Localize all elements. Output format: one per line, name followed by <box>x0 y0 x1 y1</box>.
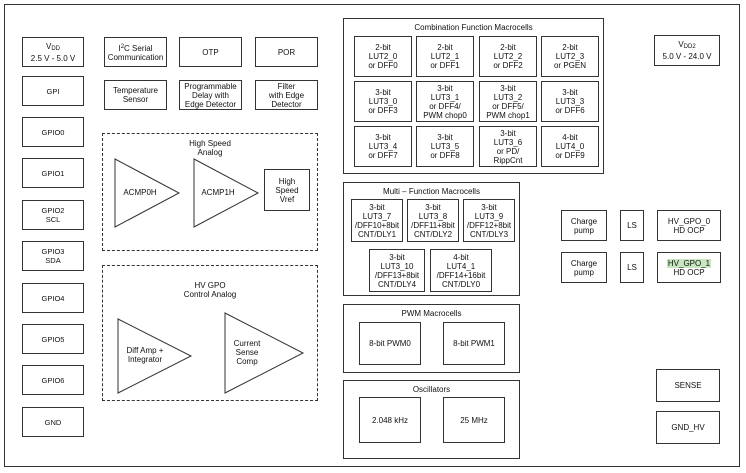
combination-function-group: Combination Function Macrocells <box>343 18 604 174</box>
oscillator-25mhz-block: 25 MHz <box>443 397 505 443</box>
i2c-sup: 2 <box>120 43 125 50</box>
pin-gpi: GPI <box>22 76 84 106</box>
sense-pin: SENSE <box>656 369 720 402</box>
lut2-2-cell: 2-bit LUT2_2 or DFF2 <box>479 36 537 77</box>
lut2-1-cell: 2-bit LUT2_1 or DFF1 <box>416 36 474 77</box>
ls-0-block: LS <box>620 210 644 241</box>
lut4-1-cell: 4-bit LUT4_1 /DFF14+16bit CNT/DLY0 <box>430 249 492 292</box>
gnd-hv-pin: GND_HV <box>656 411 720 444</box>
pin-gpio1: GPIO1 <box>22 158 84 188</box>
temperature-sensor-block: Temperature Sensor <box>104 80 167 110</box>
acmp0h-triangle <box>114 158 181 228</box>
hv-gpo-control-analog-group: HV GPO Control Analog <box>102 265 318 401</box>
pin-gpio4: GPIO4 <box>22 283 84 313</box>
high-speed-vref-block: High Speed Vref <box>264 169 310 211</box>
oscillators-title: Oscillators <box>412 385 451 394</box>
hv-gpo-title: HV GPO Control Analog <box>183 281 237 299</box>
i2c-block: I2C Serial Communication <box>104 37 167 67</box>
lut3-10-cell: 3-bit LUT3_10 /DFF13+8bit CNT/DLY4 <box>369 249 425 292</box>
pin-gnd: GND <box>22 407 84 437</box>
current-sense-label: Current Sense Comp <box>233 339 261 366</box>
diff-amp-triangle <box>117 318 193 394</box>
pin-gpio3-sda: GPIO3 SDA <box>22 241 84 271</box>
charge-pump-1-block: Charge pump <box>561 252 607 283</box>
acmp1h-triangle <box>193 158 260 228</box>
lut3-3-cell: 3-bit LUT3_3 or DFF6 <box>541 81 599 122</box>
high-speed-analog-group: High Speed Analog <box>102 133 318 251</box>
vdd2-sub: DD2 <box>683 44 696 50</box>
lut3-0-cell: 3-bit LUT3_0 or DFF3 <box>354 81 412 122</box>
multi-function-title: Multi – Function Macrocells <box>383 187 480 196</box>
pwm-title: PWM Macrocells <box>401 309 462 318</box>
acmp0h-label: ACMP0H <box>123 188 157 197</box>
pin-gpio5: GPIO5 <box>22 324 84 354</box>
i2c-rest: C Serial Communication <box>107 43 164 62</box>
oscillator-2048khz-block: 2.048 kHz <box>359 397 421 443</box>
lut3-1-cell: 3-bit LUT3_1 or DFF4/ PWM chop0 <box>416 81 474 122</box>
high-speed-analog-title: High Speed Analog <box>189 139 231 157</box>
lut2-3-cell: 2-bit LUT2_3 or PGEN <box>541 36 599 77</box>
vdd-sub: DD <box>51 45 60 52</box>
oscillators-group: Oscillators <box>343 380 520 459</box>
block-diagram-frame <box>4 4 740 467</box>
hv-gpo-0-pin: HV_GPO_0 HD OCP <box>657 210 721 241</box>
filter-edge-detector-block: Filter with Edge Detector <box>255 80 318 110</box>
diff-amp-label: Diff Amp + Integrator <box>126 346 164 364</box>
lut3-4-cell: 3-bit LUT3_4 or DFF7 <box>354 126 412 167</box>
hv-gpo-1-ocp: HD OCP <box>673 267 705 277</box>
pwm0-block: 8-bit PWM0 <box>359 322 421 365</box>
pin-gpio0: GPIO0 <box>22 117 84 147</box>
lut3-5-cell: 3-bit LUT3_5 or DFF8 <box>416 126 474 167</box>
vdd2-label: V <box>678 40 684 49</box>
vdd-label: V <box>45 41 52 51</box>
lut3-2-cell: 3-bit LUT3_2 or DFF5/ PWM chop1 <box>479 81 537 122</box>
multi-function-group: Multi – Function Macrocells <box>343 182 520 296</box>
otp-block: OTP <box>179 37 242 67</box>
lut2-0-cell: 2-bit LUT2_0 or DFF0 <box>354 36 412 77</box>
lut3-8-cell: 3-bit LUT3_8 /DFF11+8bit CNT/DLY2 <box>407 199 459 242</box>
pwm-macrocells-group: PWM Macrocells <box>343 304 520 373</box>
combination-function-title: Combination Function Macrocells <box>414 23 533 32</box>
ls-1-block: LS <box>620 252 644 283</box>
i2c-i: I <box>118 43 121 53</box>
current-sense-triangle <box>224 312 305 394</box>
pwm1-block: 8-bit PWM1 <box>443 322 505 365</box>
charge-pump-0-block: Charge pump <box>561 210 607 241</box>
lut3-7-cell: 3-bit LUT3_7 /DFF10+8bit CNT/DLY1 <box>351 199 403 242</box>
lut3-6-cell: 3-bit LUT3_6 or PD/ RippCnt <box>479 126 537 167</box>
pin-gpio6: GPIO6 <box>22 365 84 395</box>
por-block: POR <box>255 37 318 67</box>
hv-gpo-1-label: HV_GPO_1 <box>666 258 712 268</box>
vdd-range: 2.5 V - 5.0 V <box>30 53 76 63</box>
pin-gpio2-scl: GPIO2 SCL <box>22 200 84 230</box>
lut3-9-cell: 3-bit LUT3_9 /DFF12+8bit CNT/DLY3 <box>463 199 515 242</box>
acmp1h-label: ACMP1H <box>201 188 235 197</box>
vdd2-pin: VDD2 5.0 V - 24.0 V <box>654 35 720 66</box>
programmable-delay-block: Programmable Delay with Edge Detector <box>179 80 242 110</box>
lut4-0-cell: 4-bit LUT4_0 or DFF9 <box>541 126 599 167</box>
vdd2-range: 5.0 V - 24.0 V <box>662 52 712 61</box>
